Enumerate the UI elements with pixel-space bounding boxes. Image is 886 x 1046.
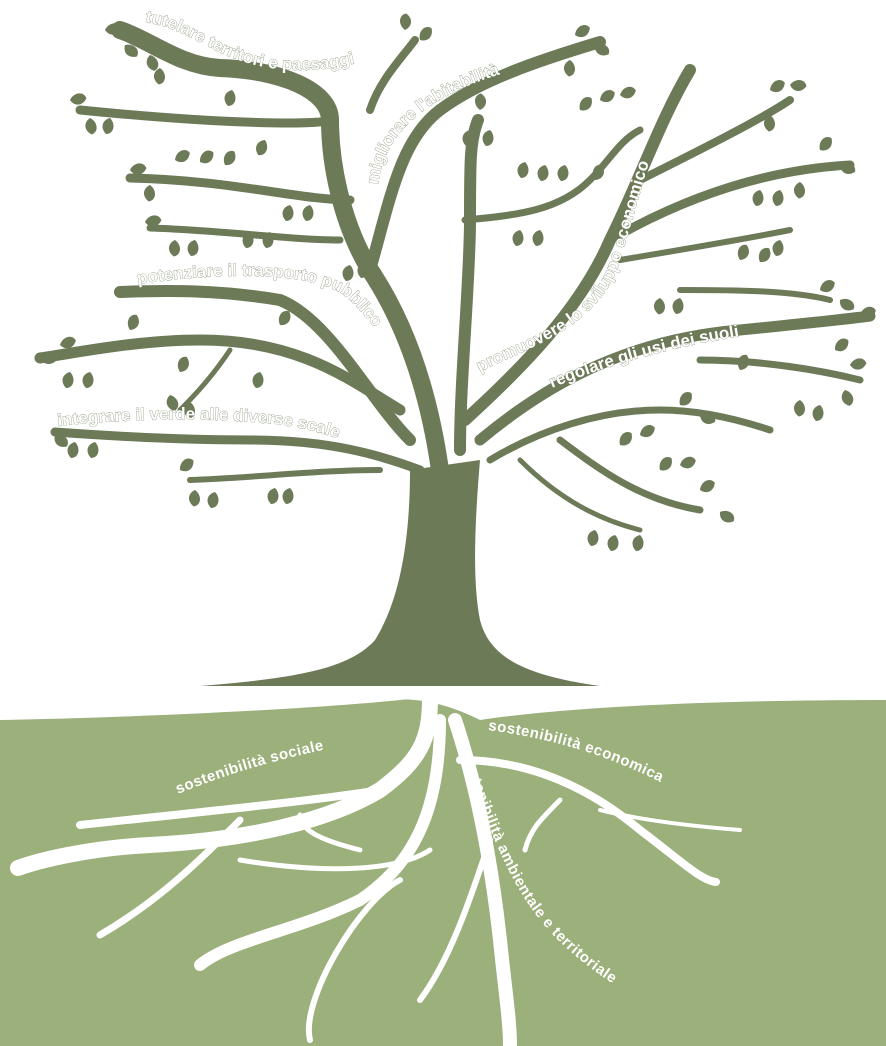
branch-text-sviluppo: promuovere lo sviluppo economico <box>473 158 653 376</box>
trunk <box>200 460 600 686</box>
branch-label-sviluppo: promuovere lo sviluppo economico <box>473 158 653 376</box>
